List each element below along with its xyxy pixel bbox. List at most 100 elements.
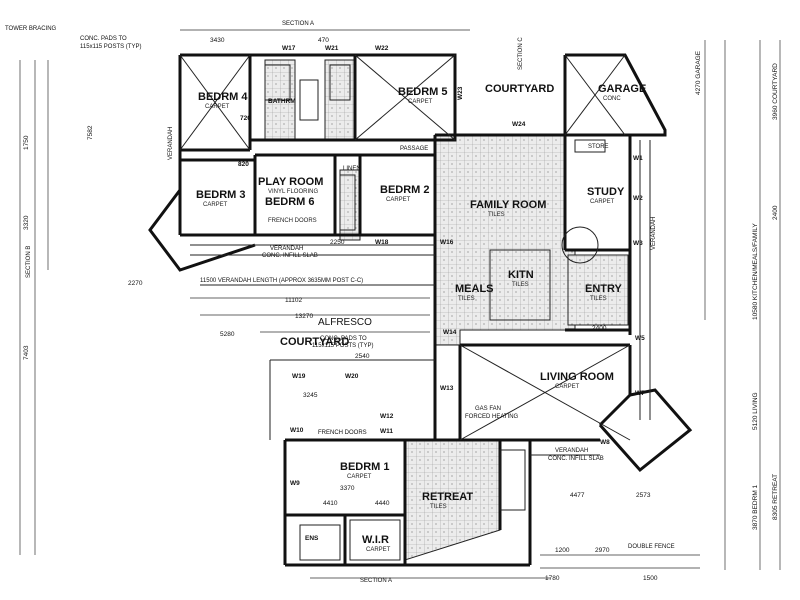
svg-text:SECTION A: SECTION A <box>282 21 314 27</box>
room-bedrm6: BEDRM 6 <box>265 196 315 208</box>
svg-text:CONC. PADS TO: CONC. PADS TO <box>80 36 127 42</box>
svg-text:CARPET: CARPET <box>386 197 411 203</box>
svg-text:1500: 1500 <box>643 575 658 582</box>
svg-text:2250: 2250 <box>330 239 345 246</box>
room-garage: GARAGE <box>598 83 646 95</box>
svg-text:W13: W13 <box>440 385 454 392</box>
svg-text:PASSAGE: PASSAGE <box>400 146 428 152</box>
room-courtyard-top: COURTYARD <box>485 83 554 95</box>
room-bath: BATHRM <box>268 98 296 105</box>
svg-text:CARPET: CARPET <box>205 104 230 110</box>
svg-text:CARPET: CARPET <box>366 547 391 553</box>
svg-text:3320: 3320 <box>23 215 30 230</box>
svg-text:2573: 2573 <box>636 492 651 499</box>
svg-text:2970: 2970 <box>595 547 610 554</box>
room-study: STUDY <box>587 186 625 198</box>
svg-text:CARPET: CARPET <box>347 474 372 480</box>
svg-text:W1: W1 <box>633 155 643 162</box>
svg-text:W12: W12 <box>380 413 394 420</box>
svg-text:FORCED HEATING: FORCED HEATING <box>465 414 519 420</box>
svg-text:W24: W24 <box>512 121 526 128</box>
svg-text:CONC. PADS TO: CONC. PADS TO <box>320 336 367 342</box>
svg-text:TILES: TILES <box>512 282 529 288</box>
svg-text:W23: W23 <box>457 86 464 100</box>
walls <box>148 53 693 567</box>
svg-text:2270: 2270 <box>128 280 143 287</box>
svg-text:TILES: TILES <box>430 504 447 510</box>
svg-text:W2: W2 <box>633 195 643 202</box>
svg-text:CONC: CONC <box>603 96 621 102</box>
svg-text:VERANDAH: VERANDAH <box>270 246 303 252</box>
svg-text:7582: 7582 <box>87 125 94 140</box>
svg-text:W14: W14 <box>443 329 457 336</box>
svg-text:4440: 4440 <box>375 500 390 507</box>
svg-text:3245: 3245 <box>303 392 318 399</box>
svg-text:W7: W7 <box>635 390 645 397</box>
room-bedrm3: BEDRM 3 <box>196 189 246 201</box>
room-bedrm2: BEDRM 2 <box>380 184 430 196</box>
svg-text:3370: 3370 <box>340 485 355 492</box>
svg-text:11102: 11102 <box>285 297 302 304</box>
room-wir: W.I.R <box>362 534 389 546</box>
room-play-room: PLAY ROOM <box>258 176 323 188</box>
svg-text:SECTION A: SECTION A <box>360 578 392 584</box>
svg-text:5120 LIVING: 5120 LIVING <box>752 392 759 430</box>
svg-text:4270 GARAGE: 4270 GARAGE <box>695 50 702 95</box>
svg-text:CONC. INFILL SLAB: CONC. INFILL SLAB <box>548 456 604 462</box>
svg-text:W10: W10 <box>290 427 304 434</box>
svg-text:W8: W8 <box>600 439 610 446</box>
room-kitchen: KITN <box>508 269 534 281</box>
room-meals: MEALS <box>455 283 494 295</box>
svg-text:2400: 2400 <box>592 325 607 332</box>
svg-text:VERANDAH: VERANDAH <box>168 127 174 160</box>
svg-text:SECTION C: SECTION C <box>518 37 524 70</box>
svg-text:FRENCH DOORS: FRENCH DOORS <box>318 430 367 436</box>
svg-text:2400: 2400 <box>772 205 779 220</box>
svg-text:DOUBLE FENCE: DOUBLE FENCE <box>628 544 675 550</box>
room-bedrm4: BEDRM 4 <box>198 91 248 103</box>
svg-text:LINEN: LINEN <box>343 166 361 172</box>
svg-text:2540: 2540 <box>355 353 370 360</box>
svg-text:7403: 7403 <box>23 345 30 360</box>
svg-text:VERANDAH: VERANDAH <box>651 217 657 250</box>
svg-text:GAS FAN: GAS FAN <box>475 406 501 412</box>
svg-text:FRENCH DOORS: FRENCH DOORS <box>268 218 317 224</box>
svg-text:W22: W22 <box>375 45 389 52</box>
svg-text:VERANDAH: VERANDAH <box>555 448 588 454</box>
svg-text:115x115 POSTS (TYP): 115x115 POSTS (TYP) <box>312 343 373 349</box>
svg-text:1200: 1200 <box>555 547 570 554</box>
room-ens: ENS <box>305 535 319 542</box>
svg-text:3870 BEDRM 1: 3870 BEDRM 1 <box>752 484 759 530</box>
svg-text:TILES: TILES <box>458 296 475 302</box>
svg-text:4477: 4477 <box>570 492 585 499</box>
svg-text:VINYL FLOORING: VINYL FLOORING <box>268 189 318 195</box>
svg-text:CARPET: CARPET <box>590 199 615 205</box>
room-living-room: LIVING ROOM <box>540 371 614 383</box>
svg-text:1780: 1780 <box>545 575 560 582</box>
svg-text:10580 KITCHEN/MEALS/FAMILY: 10580 KITCHEN/MEALS/FAMILY <box>752 223 759 320</box>
svg-text:W21: W21 <box>325 45 339 52</box>
svg-text:3960 COURTYARD: 3960 COURTYARD <box>772 63 779 120</box>
svg-text:CARPET: CARPET <box>408 99 433 105</box>
svg-text:11500 VERANDAH LENGTH (APPROX: 11500 VERANDAH LENGTH (APPROX 3635MM POS… <box>200 278 363 284</box>
svg-text:CARPET: CARPET <box>555 384 580 390</box>
svg-text:W3: W3 <box>633 240 643 247</box>
svg-text:8305 RETREAT: 8305 RETREAT <box>772 474 779 520</box>
window-tags: W17 W21 W22 W23 W24 W18 W16 W14 W13 W12 … <box>238 45 645 487</box>
svg-text:13270: 13270 <box>295 313 313 320</box>
svg-text:470: 470 <box>318 37 329 44</box>
room-labels: BEDRM 4 CARPET BEDRM 5 CARPET PLAY ROOM … <box>196 83 646 553</box>
svg-text:W11: W11 <box>380 428 393 435</box>
svg-text:TILES: TILES <box>590 296 607 302</box>
svg-text:820: 820 <box>238 161 249 168</box>
svg-text:3430: 3430 <box>210 37 225 44</box>
svg-text:4410: 4410 <box>323 500 338 507</box>
svg-text:SECTION B: SECTION B <box>26 246 32 278</box>
svg-text:W19: W19 <box>292 373 306 380</box>
room-bedrm5: BEDRM 5 <box>398 86 448 98</box>
interior-details <box>179 54 651 561</box>
svg-text:TILES: TILES <box>488 212 505 218</box>
svg-text:W20: W20 <box>345 373 359 380</box>
room-entry: ENTRY <box>585 283 623 295</box>
